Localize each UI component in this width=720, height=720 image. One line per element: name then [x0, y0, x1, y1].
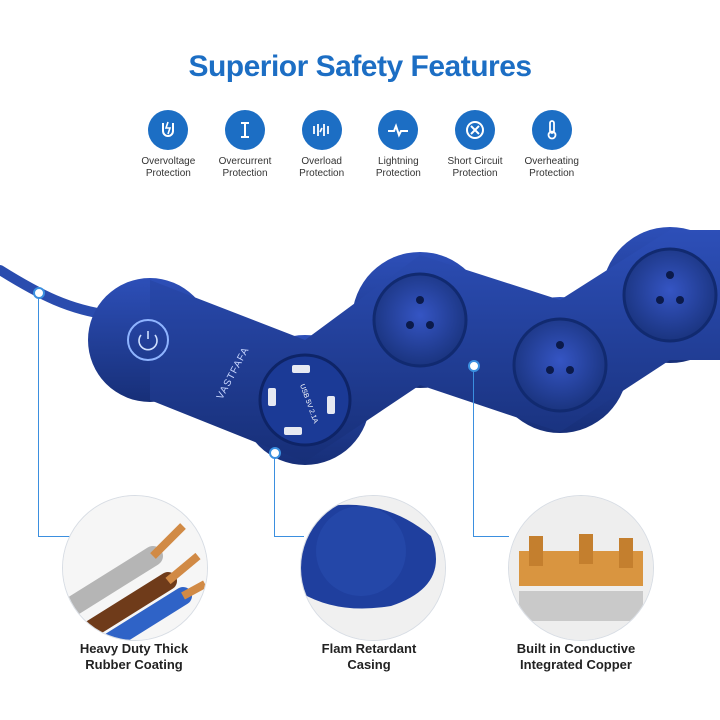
power-icon: [138, 331, 158, 351]
callout-caption-casing: Flam Retardant Casing: [321, 641, 417, 672]
outlet-1: [372, 272, 468, 368]
callout-dot-casing: [269, 447, 281, 459]
overcurrent-icon: [225, 110, 265, 150]
feature-label: Overcurrent Protection: [218, 156, 272, 179]
overheating-icon: [531, 110, 572, 150]
feature-row: Overvoltage Protection Overcurrent Prote…: [130, 110, 590, 180]
copper-wire-illustration: [63, 496, 207, 640]
callout-caption-copper: Built in Conductive Integrated Copper: [516, 641, 636, 672]
short-circuit-icon: [455, 110, 496, 150]
leader-line-cable: [38, 297, 39, 537]
feature-label: Short Circuit Protection: [447, 156, 503, 179]
power-cable: [0, 265, 115, 320]
leader-line-copper-h: [473, 536, 509, 537]
feature-label: Overheating Protection: [524, 156, 579, 179]
callout-copper-image: [508, 495, 654, 641]
power-strip-image: VASTFAFA USB 5V 2.1A: [0, 227, 720, 465]
page-title: Superior Safety Features: [188, 50, 532, 83]
callout-dot-cable: [33, 287, 45, 299]
overload-icon: [301, 110, 342, 150]
leader-line-casing: [274, 457, 275, 537]
casing-illustration: [301, 496, 445, 640]
copper-internals-illustration: [509, 496, 653, 640]
feature-label: Overvoltage Protection: [141, 156, 196, 179]
feature-label: Overload Protection: [299, 156, 345, 179]
outlet-3: [622, 247, 718, 343]
feature-lightning: Lightning Protection: [360, 110, 437, 180]
callout-cable-image: [62, 495, 208, 641]
leader-line-casing-h: [274, 536, 304, 537]
overvoltage-icon: [148, 110, 189, 150]
feature-short-circuit: Short Circuit Protection: [437, 110, 514, 180]
feature-overvoltage: Overvoltage Protection: [130, 110, 207, 180]
power-button-ring: [127, 319, 169, 361]
callout-caption-cable: Heavy Duty Thick Rubber Coating: [79, 641, 189, 672]
feature-label: Lightning Protection: [375, 156, 421, 179]
feature-overcurrent: Overcurrent Protection: [207, 110, 284, 180]
feature-overload: Overload Protection: [283, 110, 360, 180]
feature-overheating: Overheating Protection: [513, 110, 590, 180]
callout-casing-image: [300, 495, 446, 641]
lightning-icon: [378, 110, 419, 150]
leader-line-copper: [473, 370, 474, 537]
leader-line-cable-h: [38, 536, 72, 537]
callout-dot-copper: [468, 360, 480, 372]
outlet-2: [512, 317, 608, 413]
